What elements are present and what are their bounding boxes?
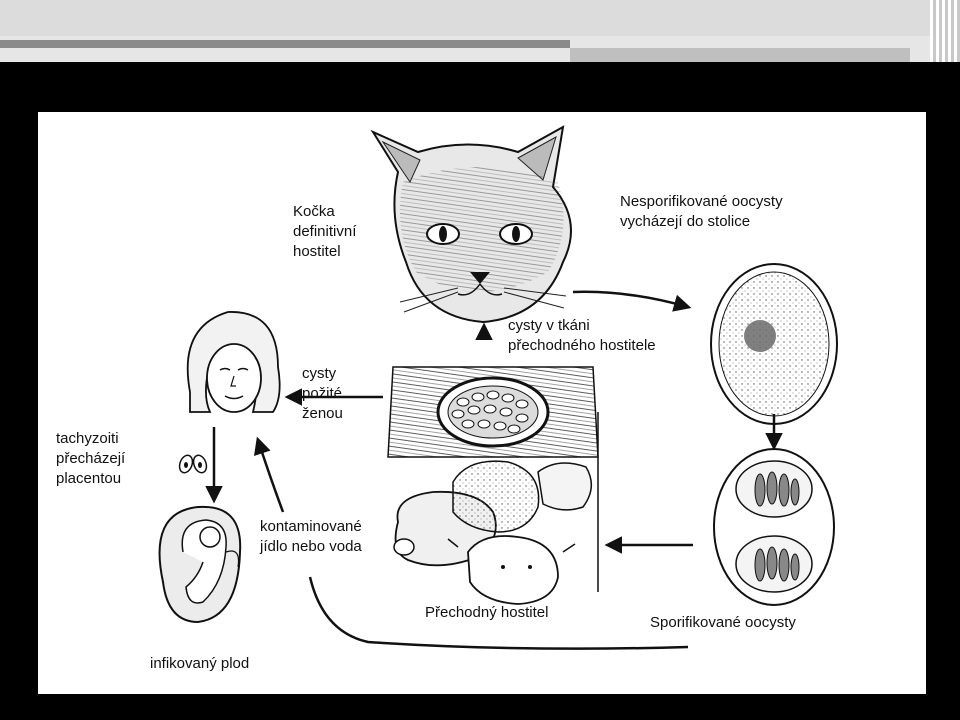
header-edge-lines bbox=[930, 0, 960, 62]
toxoplasma-lifecycle-diagram: Kočka definitivní hostitel Nesporifikova… bbox=[56, 125, 838, 672]
arrow-food-to-woman bbox=[253, 436, 285, 513]
fetus-illustration bbox=[158, 505, 242, 624]
label-sporulated-oocysts: Sporifikované oocysty bbox=[650, 614, 796, 631]
label-ingested-cysts: ženou bbox=[302, 405, 343, 422]
label-unsporulated-oocysts: vycházejí do stolice bbox=[620, 213, 750, 230]
tachyzoites-icon bbox=[178, 454, 208, 474]
lifecycle-arrows bbox=[205, 290, 783, 650]
arrow-oocyst-to-food bbox=[308, 576, 689, 650]
label-tissue-cysts: cysty v tkáni bbox=[508, 317, 590, 334]
diagram-panel: Kočka definitivní hostitel Nesporifikova… bbox=[38, 112, 926, 694]
header-band bbox=[0, 0, 930, 36]
label-ingested-cysts: požité bbox=[302, 385, 342, 402]
label-unsporulated-oocysts: Nesporifikované oocysty bbox=[620, 193, 783, 210]
label-tissue-cysts: přechodného hostitele bbox=[508, 337, 656, 354]
muscle-tissue-cyst-illustration bbox=[387, 366, 599, 458]
intermediate-hosts-illustration bbox=[393, 412, 599, 605]
cat-head-illustration bbox=[370, 125, 572, 324]
label-tachyzoites: přecházejí bbox=[56, 450, 126, 467]
label-contaminated-food: kontaminované bbox=[260, 518, 362, 535]
label-tachyzoites: placentou bbox=[56, 470, 121, 487]
label-infected-fetus: infikovaný plod bbox=[150, 655, 249, 672]
unsporulated-oocyst-illustration bbox=[710, 263, 838, 425]
slide-header-bar bbox=[0, 0, 960, 62]
arrow-cat-to-oocyst bbox=[572, 290, 692, 312]
label-intermediate-host: Přechodný hostitel bbox=[425, 604, 548, 621]
label-cat: definitivní bbox=[293, 223, 357, 240]
woman-head-illustration bbox=[186, 311, 281, 413]
header-stripe bbox=[0, 40, 570, 48]
label-contaminated-food: jídlo nebo voda bbox=[259, 538, 362, 555]
label-tachyzoites: tachyzoiti bbox=[56, 430, 119, 447]
header-stripe-right bbox=[570, 48, 910, 62]
label-cat: hostitel bbox=[293, 243, 341, 260]
sporulated-oocyst-illustration bbox=[713, 448, 835, 606]
label-ingested-cysts: cysty bbox=[302, 365, 337, 382]
label-cat: Kočka bbox=[293, 203, 335, 220]
